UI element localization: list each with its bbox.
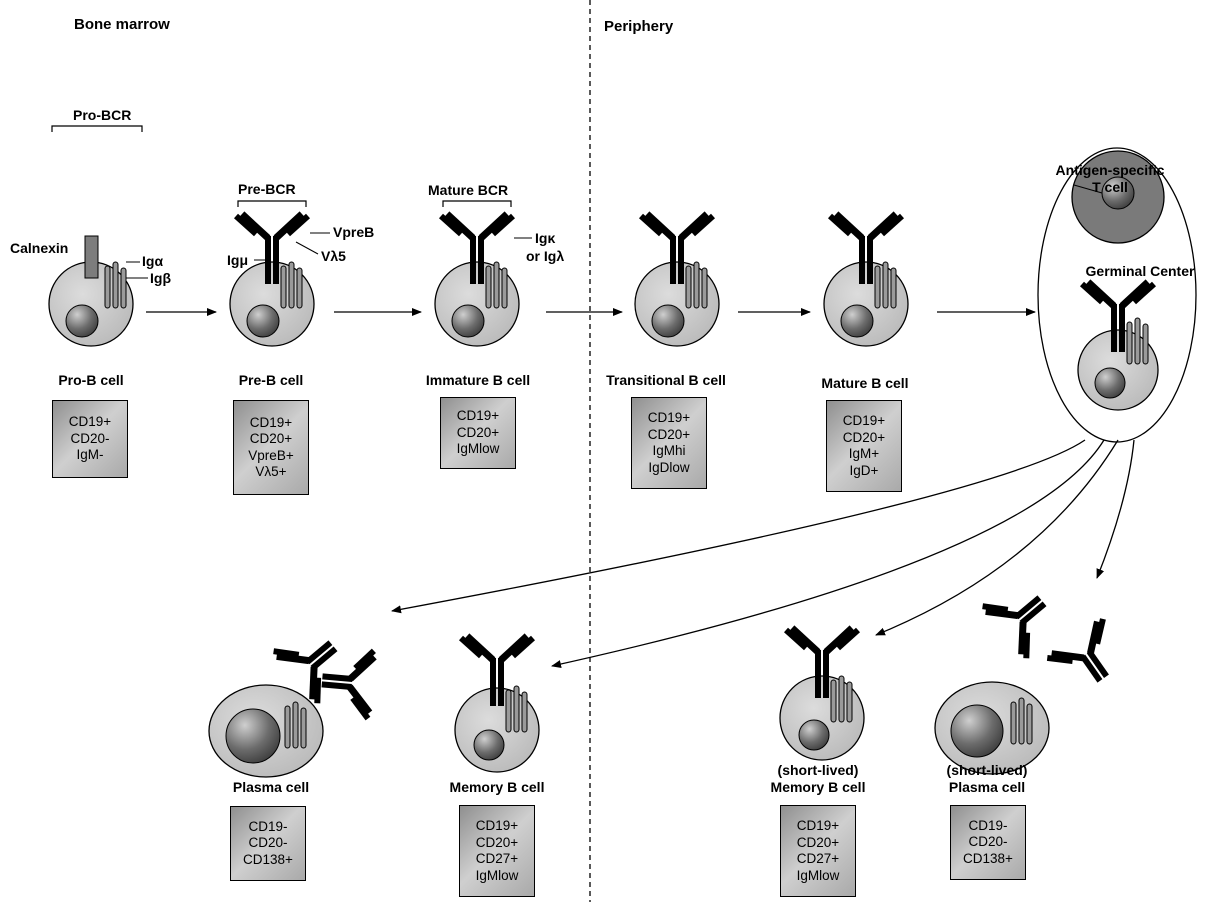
pre-bcr-bracket — [237, 200, 307, 207]
transitional-b-cell-label: Transitional B cell — [606, 372, 726, 388]
pro-bcr-label: Pro-BCR — [73, 107, 132, 123]
short-lived-plasma-markers: CD19-CD20-CD138+ — [950, 805, 1026, 880]
mature-b-markers: CD19+CD20+IgM+IgD+ — [826, 400, 902, 492]
short-lived-memory-b-cell-label: Memory B cell — [770, 779, 866, 795]
pre-b-markers: CD19+CD20+VpreB+Vλ5+ — [233, 400, 309, 495]
short-lived-plasma-cell-label: Plasma cell — [948, 779, 1026, 795]
immature-b-cell-label: Immature B cell — [425, 372, 531, 388]
plasma-markers: CD19-CD20-CD138+ — [230, 806, 306, 881]
bone-marrow-header: Bone marrow — [74, 16, 170, 33]
memory-b-cell-illustration — [454, 636, 540, 773]
plasma-cell-illustration — [208, 620, 375, 778]
t-cell-label: T cell — [1092, 179, 1128, 195]
pro-b-cell-illustration — [48, 235, 148, 347]
germinal-center-output-arrows — [391, 439, 1135, 668]
short-lived-memory-markers: CD19+CD20+CD27+IgMlow — [780, 805, 856, 897]
short-lived-plasma-prefix: (short-lived) — [946, 762, 1028, 778]
calnexin-shape — [84, 235, 99, 279]
ig-alpha-label: Igα — [142, 253, 164, 269]
v-lambda5-label: Vλ5 — [321, 248, 346, 264]
germinal-center-illustration — [1037, 147, 1197, 443]
transitional-b-cell-illustration — [634, 214, 720, 347]
calnexin-label: Calnexin — [10, 240, 69, 256]
memory-b-cell-label: Memory B cell — [449, 779, 545, 795]
mature-bcr-label: Mature BCR — [428, 182, 509, 198]
pre-b-cell-illustration — [229, 214, 330, 347]
pre-b-cell-label: Pre-B cell — [238, 372, 304, 388]
mature-b-cell-label: Mature B cell — [821, 375, 909, 391]
ig-kappa-label: Igκ — [535, 230, 556, 246]
pro-b-cell-label: Pro-B cell — [58, 372, 124, 388]
vpreb-label: VpreB — [333, 224, 375, 240]
pro-bcr-bracket — [51, 125, 143, 132]
short-lived-memory-b-cell-illustration — [779, 628, 865, 761]
plasma-cell-label: Plasma cell — [232, 779, 310, 795]
pre-bcr-label: Pre-BCR — [238, 181, 296, 197]
immature-b-cell-illustration — [434, 214, 532, 347]
germinal-center-label: Germinal Center — [1085, 263, 1195, 279]
mature-b-cell-illustration — [823, 214, 909, 347]
mature-bcr-bracket — [442, 200, 512, 207]
pro-b-markers: CD19+CD20-IgM- — [52, 400, 128, 478]
ig-mu-label: Igμ — [227, 252, 249, 268]
short-lived-memory-prefix: (short-lived) — [777, 762, 859, 778]
short-lived-plasma-cell-illustration — [934, 575, 1131, 775]
ig-beta-label: Igβ — [150, 270, 171, 286]
immature-b-markers: CD19+CD20+IgMlow — [440, 397, 516, 469]
periphery-header: Periphery — [604, 18, 674, 35]
memory-b-markers: CD19+CD20+CD27+IgMlow — [459, 805, 535, 897]
or-ig-lambda-label: or Igλ — [526, 248, 565, 264]
antigen-specific-label: Antigen-specific — [1055, 162, 1165, 178]
